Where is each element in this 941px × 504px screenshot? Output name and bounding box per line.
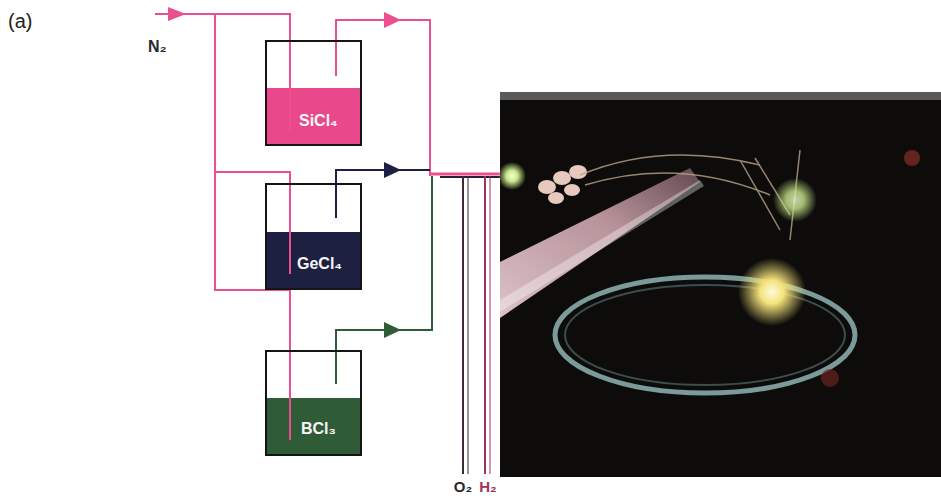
bubbler-vessel: GeCl₄ [265, 183, 362, 290]
outlet-pipe [335, 176, 432, 384]
liquid-fill [266, 398, 361, 454]
feed-pipe [430, 173, 506, 176]
bubbler-vessel: SiCl₄ [265, 40, 362, 146]
lathe-photo [498, 92, 941, 477]
o2-pipe [468, 176, 469, 474]
figure-label: (a) [8, 10, 32, 32]
liquid-fill [266, 88, 361, 144]
chemical-label: GeCl₄ [297, 255, 342, 273]
chemical-label: SiCl₄ [299, 112, 338, 130]
feed-pipe [440, 176, 506, 178]
chemical-label: BCl₃ [301, 420, 336, 438]
outlet-pipe [335, 19, 431, 176]
gas-label: H₂ [479, 479, 497, 496]
arrow-head [168, 7, 186, 21]
n2-pipe [155, 14, 291, 440]
gas-label: O₂ [454, 479, 472, 496]
gas-label: N₂ [148, 38, 167, 56]
o2-pipe [462, 176, 464, 474]
h2-pipe [484, 176, 486, 474]
bubbler-vessel: BCl₃ [265, 350, 362, 456]
outlet-pipe [335, 170, 430, 218]
liquid-fill [266, 232, 361, 289]
arrow-head [384, 162, 401, 178]
h2-pipe [490, 176, 491, 474]
arrow-head [384, 12, 401, 28]
arrow-head [384, 322, 401, 338]
